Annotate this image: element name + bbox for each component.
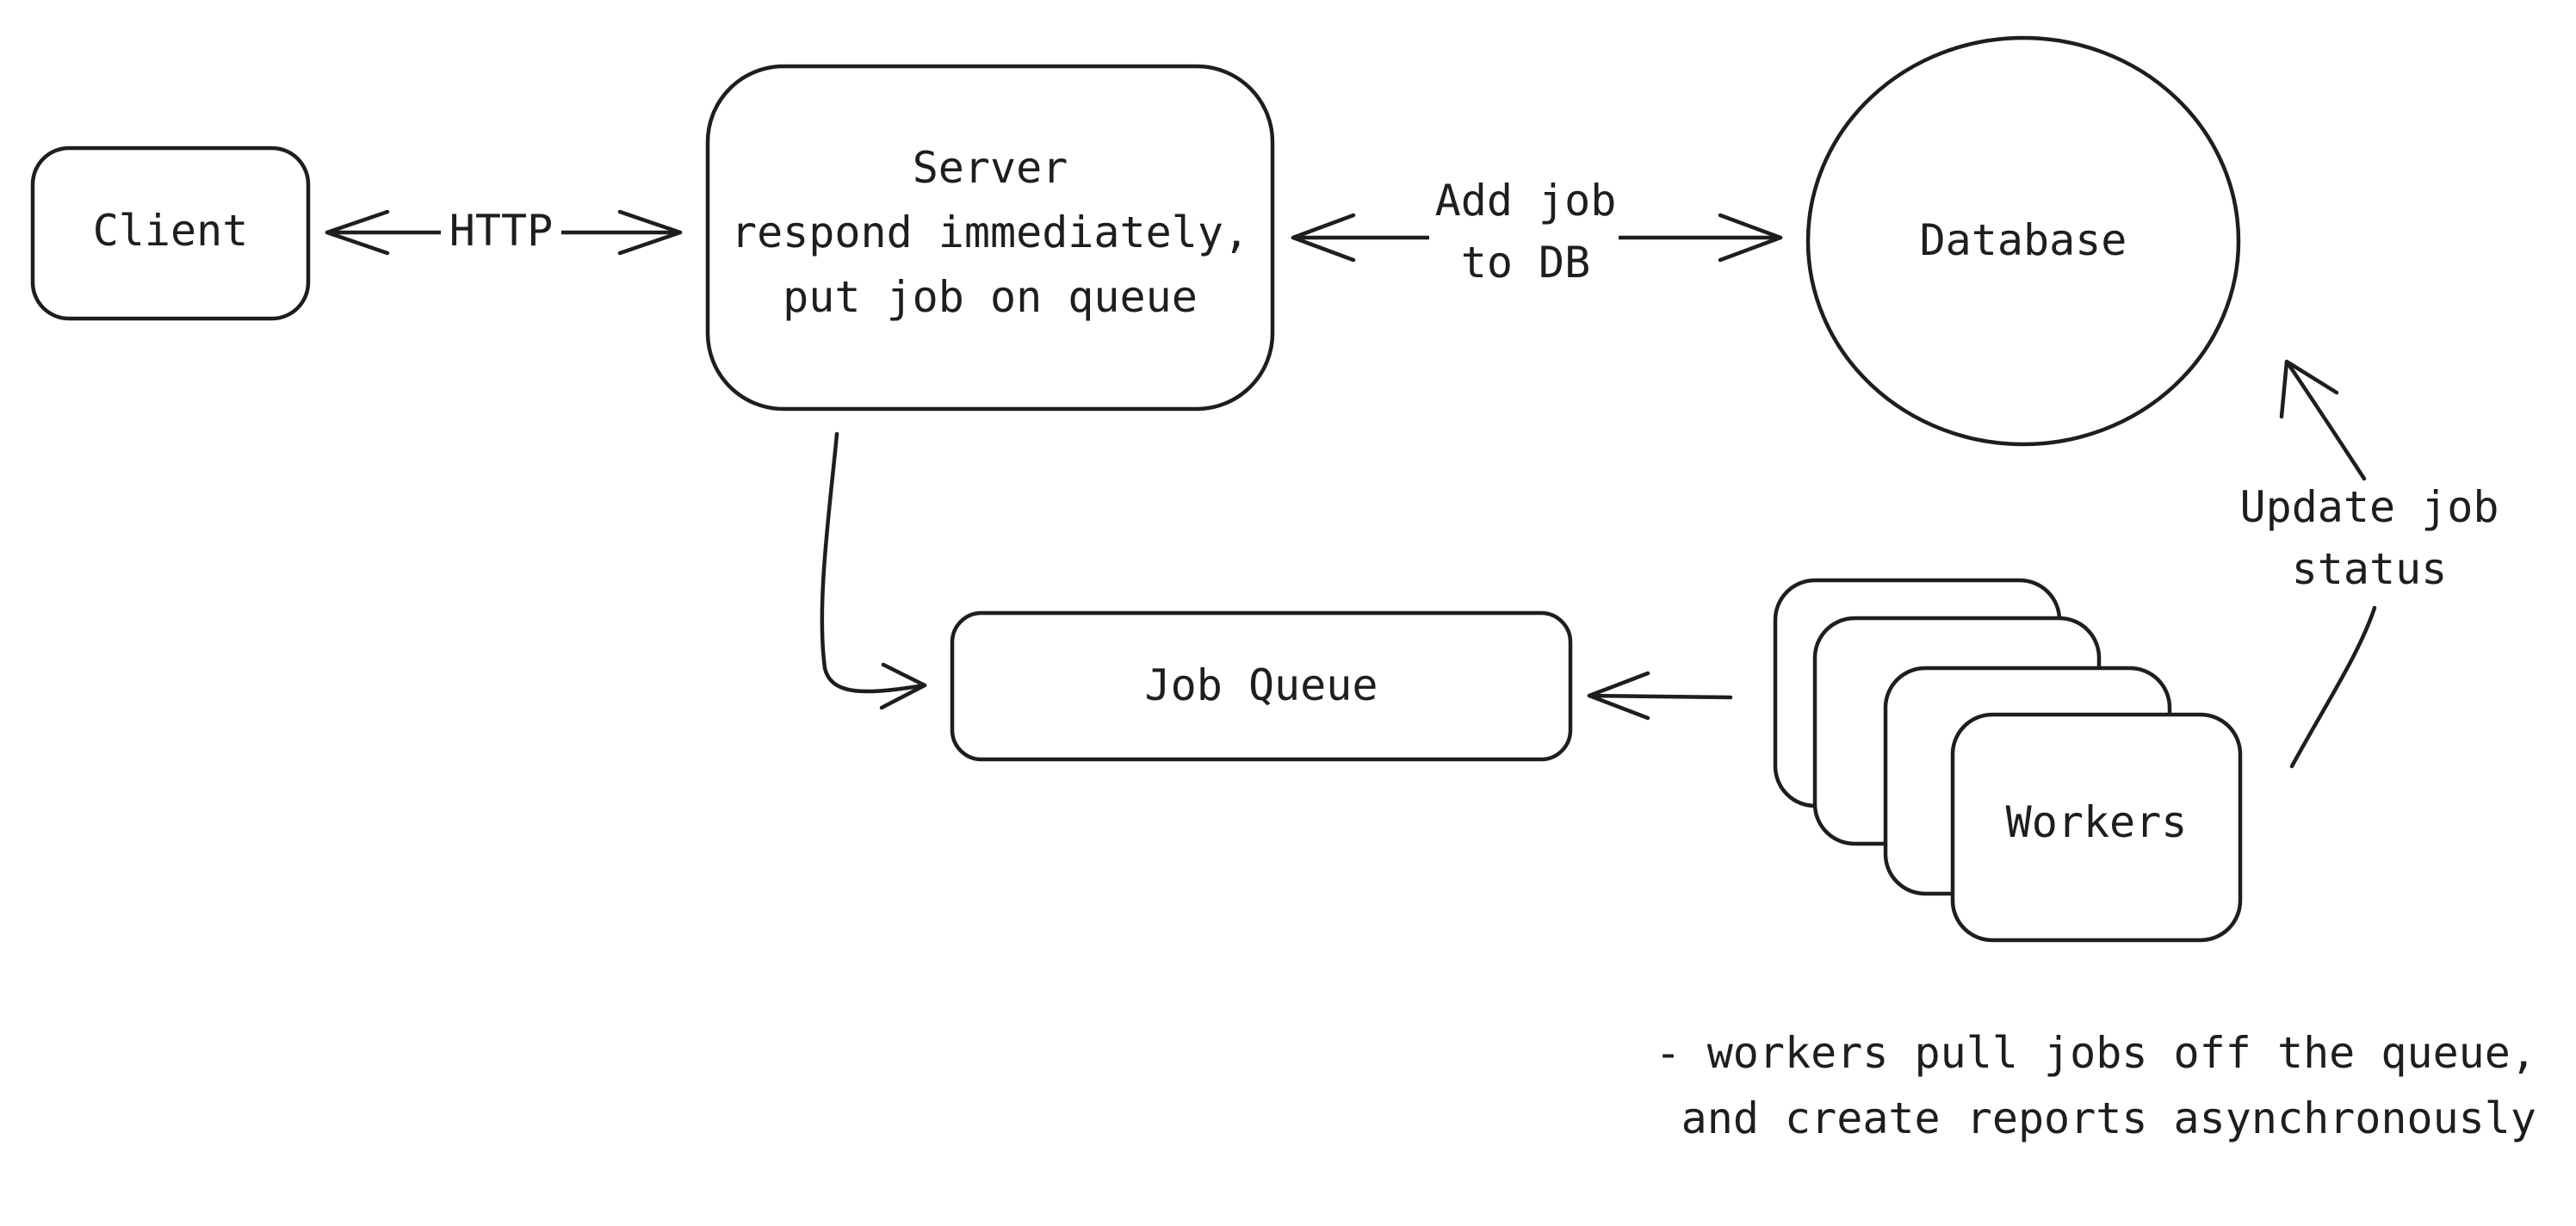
- client-node[interactable]: Client: [30, 146, 311, 321]
- edge-client-server-label: HTTP: [449, 206, 553, 256]
- workers-note-line-2: and create reports asynchronously: [1681, 1093, 2536, 1143]
- arrowhead-right-icon: [879, 662, 927, 710]
- workers-node[interactable]: Workers: [1773, 578, 2243, 943]
- arrowhead-left-icon: [1587, 671, 1650, 721]
- edge-server-database: Add job to DB: [1291, 172, 1783, 301]
- arrowhead-right-icon: [1718, 213, 1783, 263]
- server-label-line-1: Server: [913, 143, 1068, 193]
- client-label: Client: [93, 206, 249, 256]
- server-node[interactable]: Server respond immediately, put job on q…: [705, 64, 1275, 412]
- edge-workers-queue-line: [1587, 693, 1733, 700]
- database-label: Database: [1920, 215, 2127, 265]
- workers-note: - workers pull jobs off the queue, and c…: [1656, 1028, 2537, 1143]
- edge-workers-database-line-upper: [2284, 359, 2367, 481]
- edge-workers-database-label-line-1: Update job: [2239, 482, 2499, 532]
- edge-workers-database: Update job status: [2239, 359, 2499, 769]
- database-node[interactable]: Database: [1805, 35, 2241, 447]
- workers-card-front: [1950, 712, 2243, 943]
- arrowhead-right-icon: [617, 209, 683, 256]
- workers-note-line-1: - workers pull jobs off the queue,: [1656, 1028, 2537, 1078]
- arrowhead-left-icon: [1291, 213, 1356, 263]
- edge-server-database-label-line-2: to DB: [1461, 238, 1591, 288]
- job-queue-node[interactable]: Job Queue: [950, 610, 1573, 762]
- edge-server-database-label-line-1: Add job: [1435, 176, 1617, 226]
- edge-client-server: HTTP: [325, 203, 683, 258]
- edge-workers-database-line: [2289, 605, 2377, 769]
- server-label-line-2: respond immediately,: [731, 207, 1249, 257]
- edge-server-queue-line: [820, 431, 927, 694]
- server-label-line-3: put job on queue: [783, 272, 1198, 322]
- arrowhead-left-icon: [325, 209, 390, 256]
- database-circle: [1805, 35, 2241, 447]
- client-box: [30, 146, 311, 321]
- server-box: [705, 64, 1275, 412]
- workers-label: Workers: [2006, 797, 2188, 847]
- arrowhead-up-icon: [2279, 359, 2339, 419]
- job-queue-box: [950, 610, 1573, 762]
- edge-workers-queue: [1587, 671, 1733, 721]
- edge-workers-database-label-line-2: status: [2292, 544, 2448, 594]
- job-queue-label: Job Queue: [1145, 660, 1378, 710]
- edge-server-queue: [820, 431, 927, 710]
